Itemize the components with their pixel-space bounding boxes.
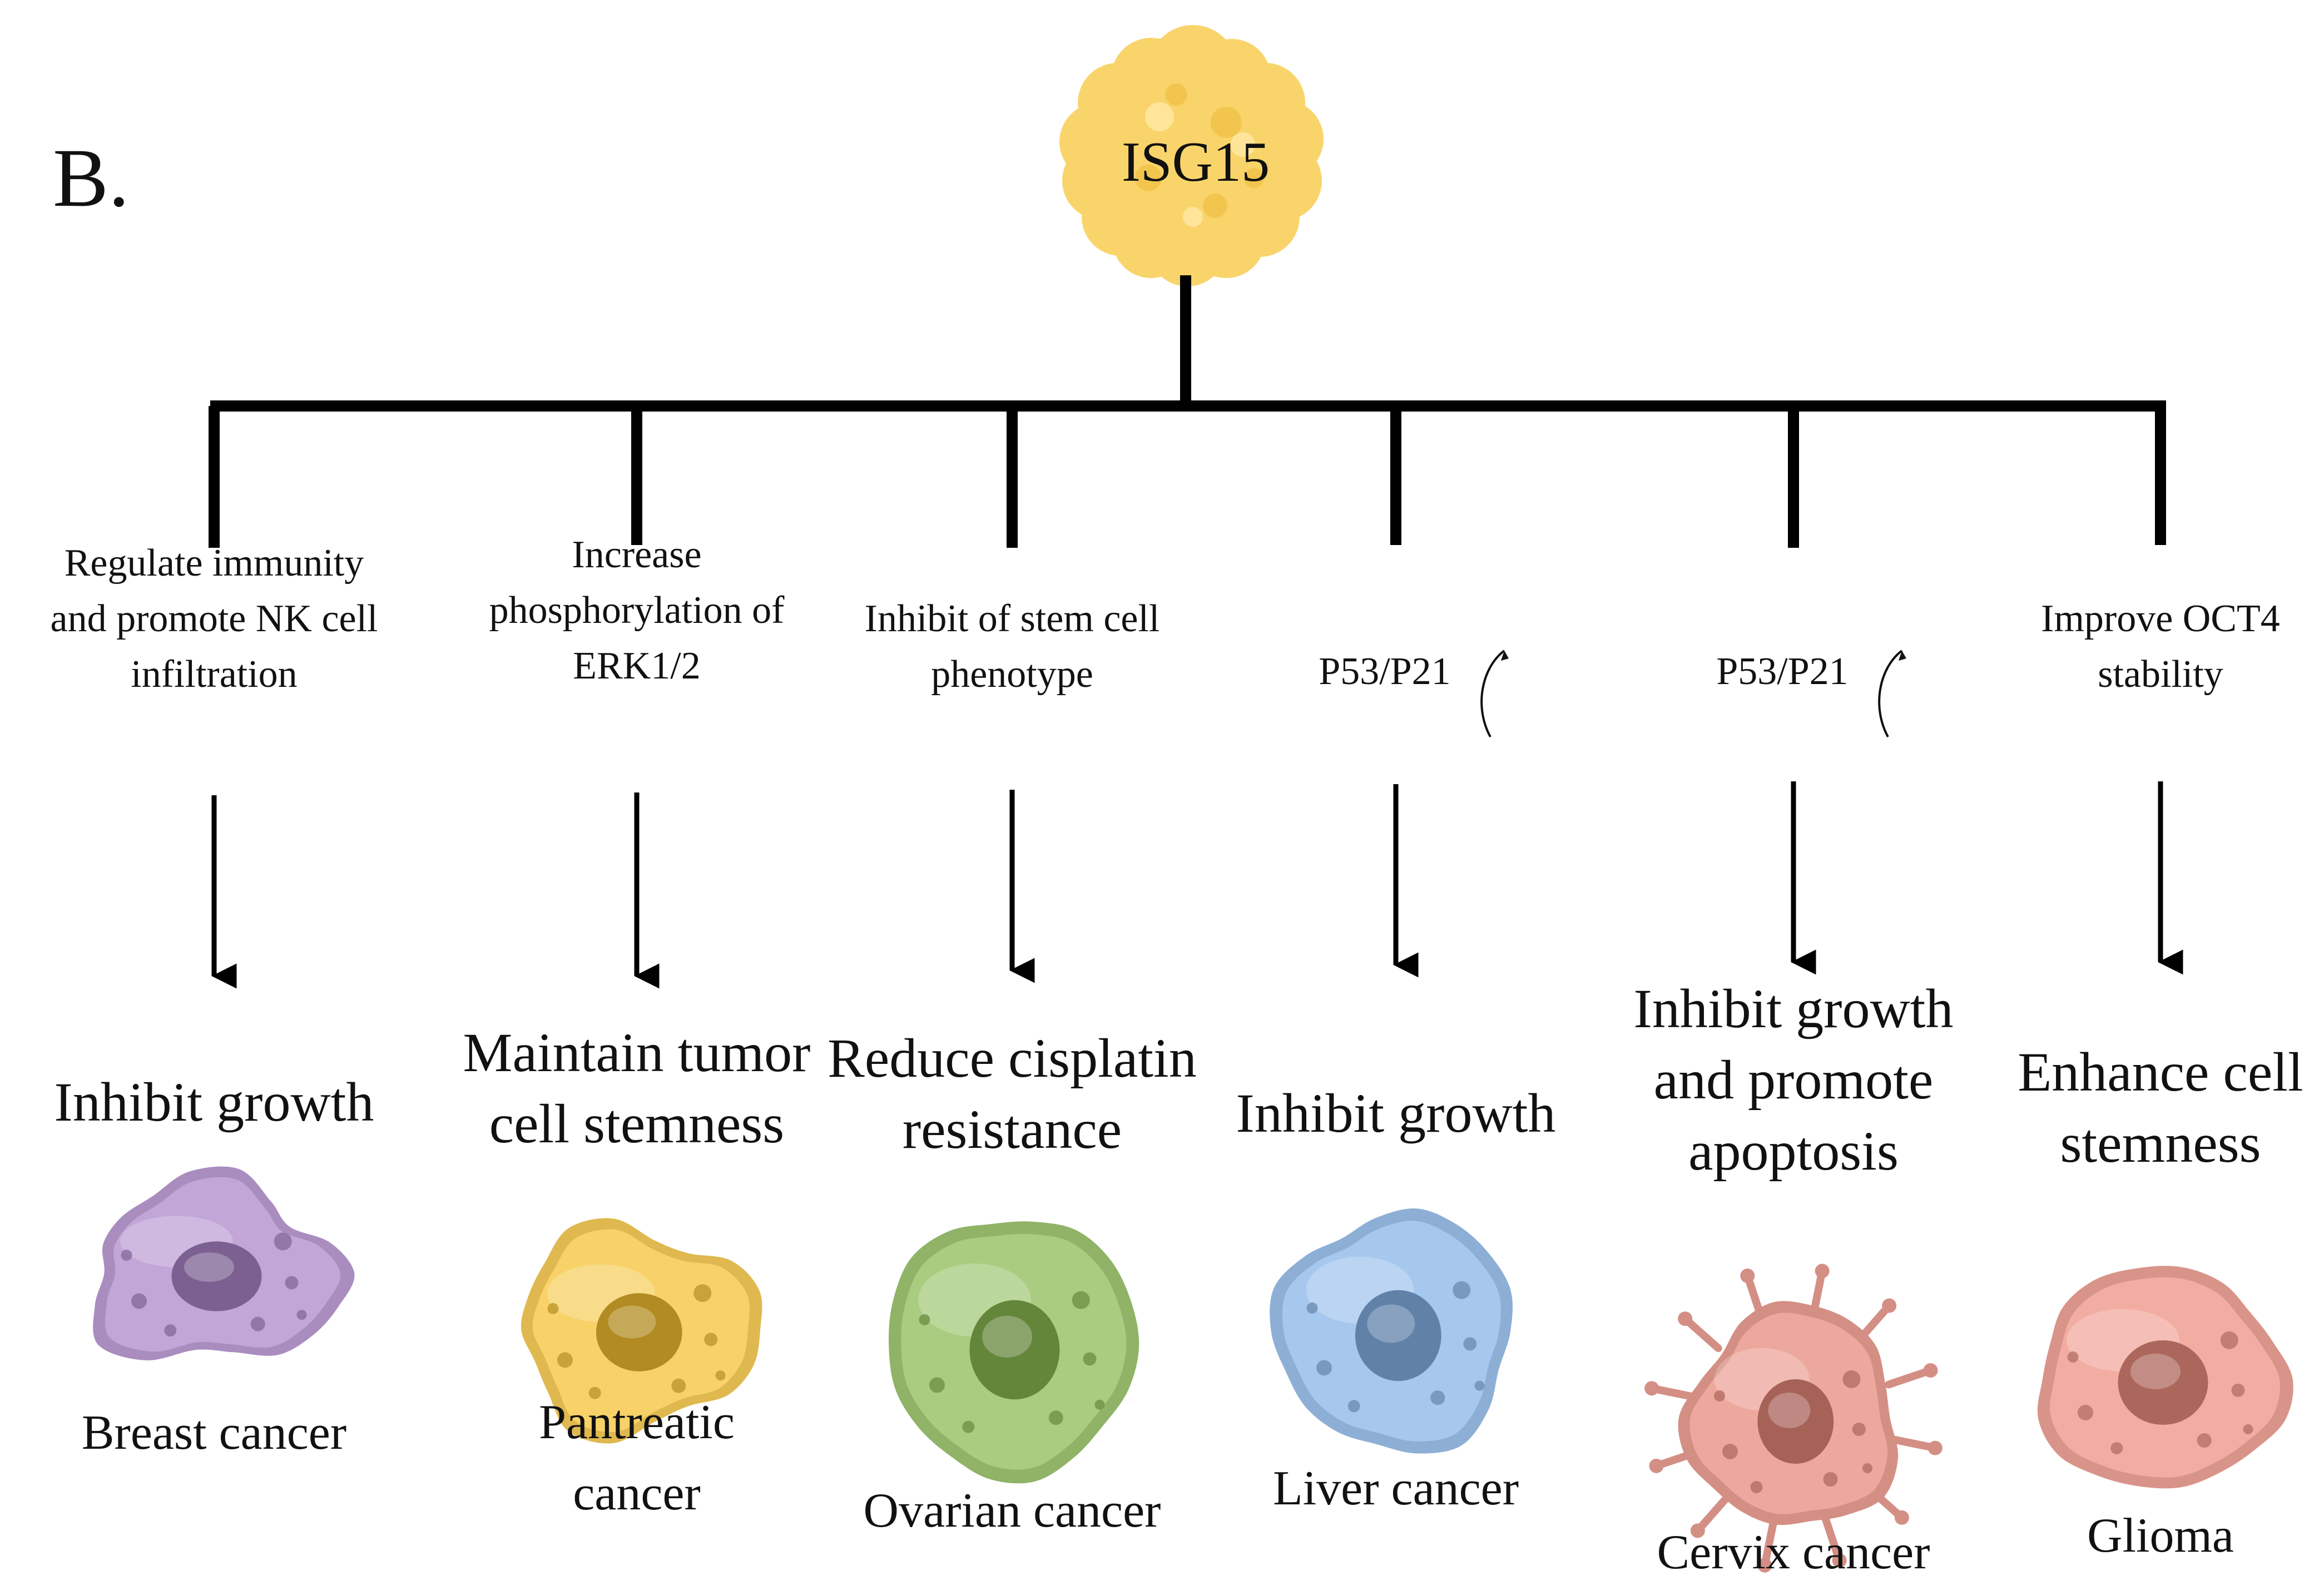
mechanism-text: P53/P21 xyxy=(1319,650,1450,693)
effect-line: and promote xyxy=(1654,1049,1934,1111)
upregulation-arrowhead-icon xyxy=(1899,651,1906,661)
cancer-line: Liver cancer xyxy=(1273,1462,1519,1515)
upregulation-arrow-icon xyxy=(1480,650,1505,737)
cancer-line: Pantreatic xyxy=(539,1395,735,1449)
cancer-label: Breast cancer xyxy=(82,1406,346,1460)
effect-text: Maintain tumor cell stemness xyxy=(463,1022,811,1155)
cancer-label: Ovarian cancer xyxy=(864,1484,1161,1538)
mechanism-line: P53/P21 xyxy=(1716,650,1848,693)
effect-line: Reduce cisplatin xyxy=(827,1027,1197,1089)
cancer-line: Breast cancer xyxy=(82,1406,346,1460)
mechanism-line: ERK1/2 xyxy=(573,645,700,687)
pink-spiky-cell-icon xyxy=(1644,1264,1943,1573)
mechanism-text: Increase phosphorylation of ERK1/2 xyxy=(489,533,785,687)
branches: Regulate immunity and promote NK cell infi… xyxy=(51,533,2303,1579)
mechanism-line: P53/P21 xyxy=(1319,650,1450,693)
cancer-line: Glioma xyxy=(2087,1509,2234,1563)
effect-line: Enhance cell xyxy=(2018,1041,2303,1103)
mechanism-line: and promote NK cell xyxy=(51,597,378,640)
upregulation-arrow-icon xyxy=(1878,650,1903,737)
effect-text: Inhibit growth xyxy=(1236,1082,1556,1144)
effect-line: Inhibit growth xyxy=(1236,1082,1556,1144)
green-round-cell-icon xyxy=(889,1221,1139,1484)
effect-line: Maintain tumor xyxy=(463,1022,811,1083)
tree-connectors xyxy=(209,275,2166,548)
mechanism-line: infiltration xyxy=(131,653,297,696)
mechanism-line: Increase xyxy=(572,533,701,576)
effect-line: Inhibit growth xyxy=(54,1071,374,1133)
purple-irregular-cell-icon xyxy=(93,1166,355,1361)
mechanism-text: Inhibit of stem cell phenotype xyxy=(865,597,1160,696)
effect-line: cell stemness xyxy=(489,1093,784,1155)
mechanism-line: stability xyxy=(2098,653,2223,696)
cancer-label: Pantreatic cancer xyxy=(539,1395,735,1520)
isg15-blob-icon xyxy=(1059,25,1324,286)
effect-line: resistance xyxy=(903,1098,1122,1160)
mechanism-text: Improve OCT4 stability xyxy=(2041,597,2280,696)
cancer-label: Glioma xyxy=(2087,1509,2234,1563)
pink-round-cell-icon xyxy=(2037,1266,2293,1489)
blue-round-cell-icon xyxy=(1270,1208,1513,1454)
effect-line: stemness xyxy=(2060,1112,2261,1174)
yellow-irregular-cell-icon xyxy=(521,1218,762,1444)
upregulation-arrowhead-icon xyxy=(1501,651,1509,661)
mechanism-line: Regulate immunity xyxy=(65,542,364,585)
effect-text: Reduce cisplatin resistance xyxy=(827,1027,1197,1160)
branch: Increase phosphorylation of ERK1/2Maintain… xyxy=(463,533,811,1520)
cancer-label: Liver cancer xyxy=(1273,1462,1519,1515)
effect-text: Inhibit growth and promote apoptosis xyxy=(1634,978,1954,1182)
panel-label: B. xyxy=(53,132,130,224)
cancer-line: cancer xyxy=(573,1467,701,1520)
mechanism-line: phosphorylation of xyxy=(489,589,785,632)
cancer-line: Cervix cancer xyxy=(1657,1525,1930,1579)
isg15-label: ISG15 xyxy=(1122,131,1270,194)
mechanism-text: P53/P21 xyxy=(1716,650,1848,693)
mechanism-line: Inhibit of stem cell xyxy=(865,597,1160,640)
effect-text: Inhibit growth xyxy=(54,1071,374,1133)
mechanism-text: Regulate immunity and promote NK cell infi… xyxy=(51,542,378,696)
isg15-node: ISG15 xyxy=(1059,25,1324,286)
effect-line: Inhibit growth xyxy=(1634,978,1954,1039)
effect-text: Enhance cell stemness xyxy=(2018,1041,2303,1174)
cancer-line: Ovarian cancer xyxy=(864,1484,1161,1538)
cancer-label: Cervix cancer xyxy=(1657,1525,1930,1579)
mechanism-line: phenotype xyxy=(931,653,1093,696)
branch: Regulate immunity and promote NK cell infi… xyxy=(51,542,378,1460)
mechanism-line: Improve OCT4 xyxy=(2041,597,2280,640)
effect-line: apoptosis xyxy=(1688,1120,1899,1182)
